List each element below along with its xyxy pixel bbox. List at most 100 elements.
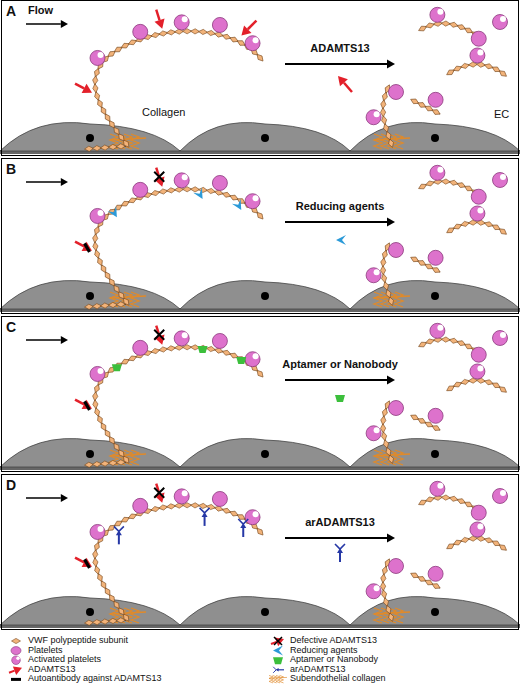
vwf-subunit [385, 288, 393, 298]
vwf-subunit [456, 23, 466, 31]
collagen [110, 296, 146, 298]
platelet [428, 250, 443, 265]
endothelial-cell [350, 281, 520, 309]
collagen [374, 608, 382, 623]
vwf-subunit [100, 619, 109, 625]
figure-panel: D [1, 474, 519, 630]
nucleus [261, 134, 269, 142]
endothelial-cell [350, 123, 520, 151]
vwf-subunit [385, 130, 393, 140]
vwf-subunit [92, 241, 98, 251]
vwf-subunit [456, 497, 466, 505]
platelet [430, 481, 445, 496]
annotation-label: Collagen [140, 106, 187, 119]
platelet [212, 175, 227, 190]
vwf-subunit [158, 30, 168, 37]
vwf-subunit [150, 506, 160, 513]
collagen [395, 134, 403, 149]
arrow-head [387, 59, 395, 68]
vwf-subunit [93, 225, 101, 235]
ar-adamts13 [200, 508, 210, 526]
vwf-subunit [120, 515, 130, 524]
vwf-subunit [221, 507, 231, 515]
arrow-head [61, 336, 68, 344]
vwf-subunit [498, 385, 508, 395]
endothelial-cell [180, 439, 350, 467]
vwf-subunit [206, 30, 216, 37]
arrow-head [13, 666, 22, 675]
ar-adamts13 [114, 526, 124, 544]
arrow-head [82, 84, 92, 93]
annotation-label: Flow [26, 4, 55, 17]
endothelial-cell [180, 597, 350, 625]
platelet-notch [98, 210, 104, 216]
vwf-subunit [449, 179, 459, 186]
illustration-part [114, 526, 124, 531]
legend-entry: Defective ADAMTS13 [290, 636, 377, 646]
vwf-subunit [382, 597, 389, 607]
aptamer [198, 346, 208, 353]
aptamer [236, 357, 246, 364]
vwf-subunit [449, 21, 459, 28]
vwf-subunit [100, 303, 109, 309]
annotation-label: EC [492, 108, 511, 121]
vwf-subunit [229, 35, 239, 43]
collagen [280, 675, 284, 683]
vwf-subunit [417, 498, 427, 507]
vwf-subunit [127, 512, 137, 520]
arrow-shaft [156, 10, 159, 20]
vwf-strand [95, 189, 262, 304]
annotation-label: Aptamer or Nanobody [280, 358, 400, 371]
platelet [174, 15, 189, 30]
vwf-subunit [229, 509, 239, 517]
vwf-subunit [381, 115, 388, 125]
platelet-notch [437, 9, 443, 15]
vwf-subunit [198, 187, 208, 193]
platelet [11, 647, 21, 655]
vwf-subunit [12, 638, 21, 643]
platelet [471, 505, 486, 520]
vwf-subunit [452, 222, 462, 230]
vwf-subunit [409, 255, 419, 264]
aptamer [273, 657, 283, 664]
reducing-agent [108, 206, 122, 220]
vwf-subunit [108, 144, 117, 150]
vwf-subunit [158, 346, 168, 353]
vwf-subunit [93, 91, 101, 101]
arrow-shaft [75, 242, 84, 247]
platelet [428, 566, 443, 581]
platelet-notch [253, 37, 259, 43]
platelet [428, 408, 443, 423]
legend-entry: Subendothelial collagen [290, 674, 386, 684]
vwf-subunit [99, 580, 108, 590]
vwf-subunit [96, 572, 104, 582]
vwf-subunit [166, 503, 176, 509]
vwf-subunit [381, 91, 389, 101]
vwf-subunit [100, 145, 109, 151]
vwf-subunit [381, 249, 389, 259]
arrow-shaft [344, 83, 352, 92]
vwf-subunit [92, 399, 98, 409]
vwf-subunit [381, 431, 388, 441]
endothelial-cell [0, 439, 180, 467]
platelet [428, 92, 443, 107]
vwf-subunit [425, 22, 435, 30]
arrow-shaft [75, 400, 84, 405]
reducing-agent [193, 188, 207, 202]
platelet [12, 656, 21, 665]
platelet [471, 31, 486, 46]
vwf-subunit [431, 108, 441, 117]
vwf-subunit [449, 495, 459, 502]
vwf-subunit [158, 188, 168, 195]
vwf-subunit [229, 193, 239, 201]
vwf-subunit [206, 346, 216, 353]
platelet [389, 401, 404, 416]
collagen [374, 292, 382, 307]
platelet-notch [477, 49, 483, 55]
vwf-subunit [449, 337, 459, 344]
platelet [493, 489, 508, 504]
vwf-subunit [108, 618, 117, 624]
vwf-subunit [484, 62, 494, 70]
arrow-head [338, 76, 348, 86]
platelet-notch [374, 111, 380, 117]
